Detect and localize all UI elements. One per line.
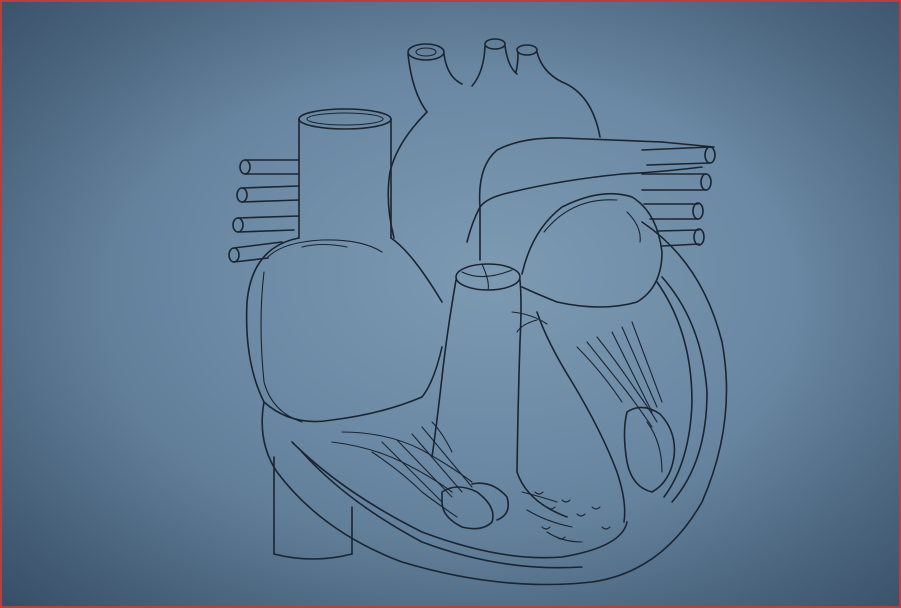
tricuspid-valve-chordae: [332, 422, 508, 529]
interventricular-septum: [517, 312, 625, 542]
right-atrium: [247, 238, 442, 422]
inferior-vena-cava: [274, 457, 352, 559]
superior-vena-cava: [299, 109, 391, 238]
mitral-valve-chordae: [577, 322, 674, 492]
ascending-aorta-root: [432, 264, 547, 472]
pulmonary-veins-left: [229, 160, 299, 262]
left-atrium: [522, 194, 662, 307]
pulmonary-artery: [480, 138, 714, 260]
pulmonary-veins-right: [642, 147, 715, 246]
